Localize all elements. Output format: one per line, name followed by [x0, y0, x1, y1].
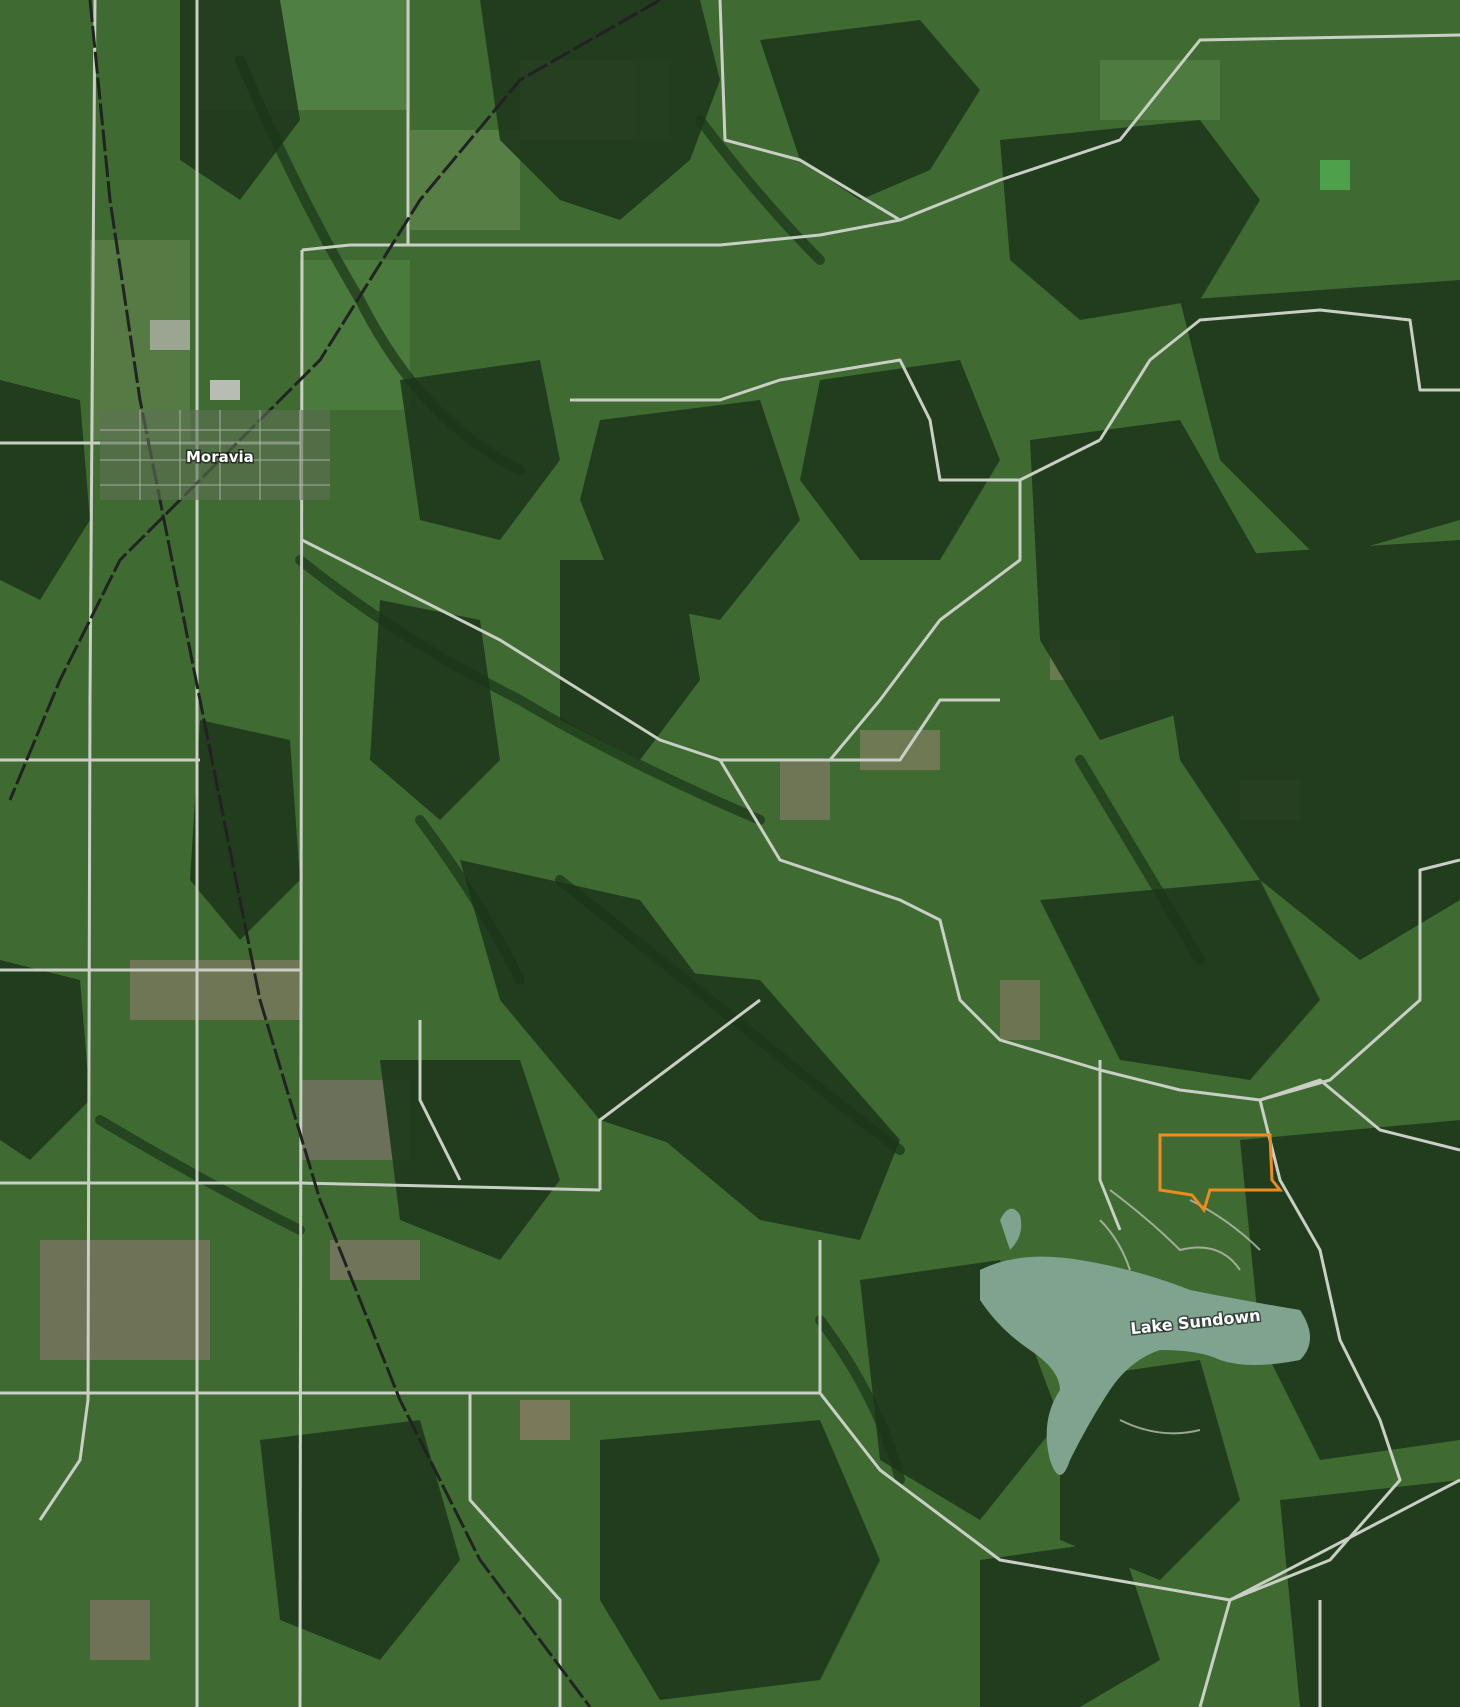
highlighted-parcel[interactable] — [1158, 1133, 1284, 1214]
moravia-town — [100, 320, 330, 500]
lake-sundown — [980, 1256, 1310, 1475]
town-label: Moravia — [186, 448, 254, 466]
lake-arm — [1000, 1208, 1022, 1250]
lake-development — [1099, 1189, 1261, 1435]
drainage-lines — [95, 55, 1205, 1485]
